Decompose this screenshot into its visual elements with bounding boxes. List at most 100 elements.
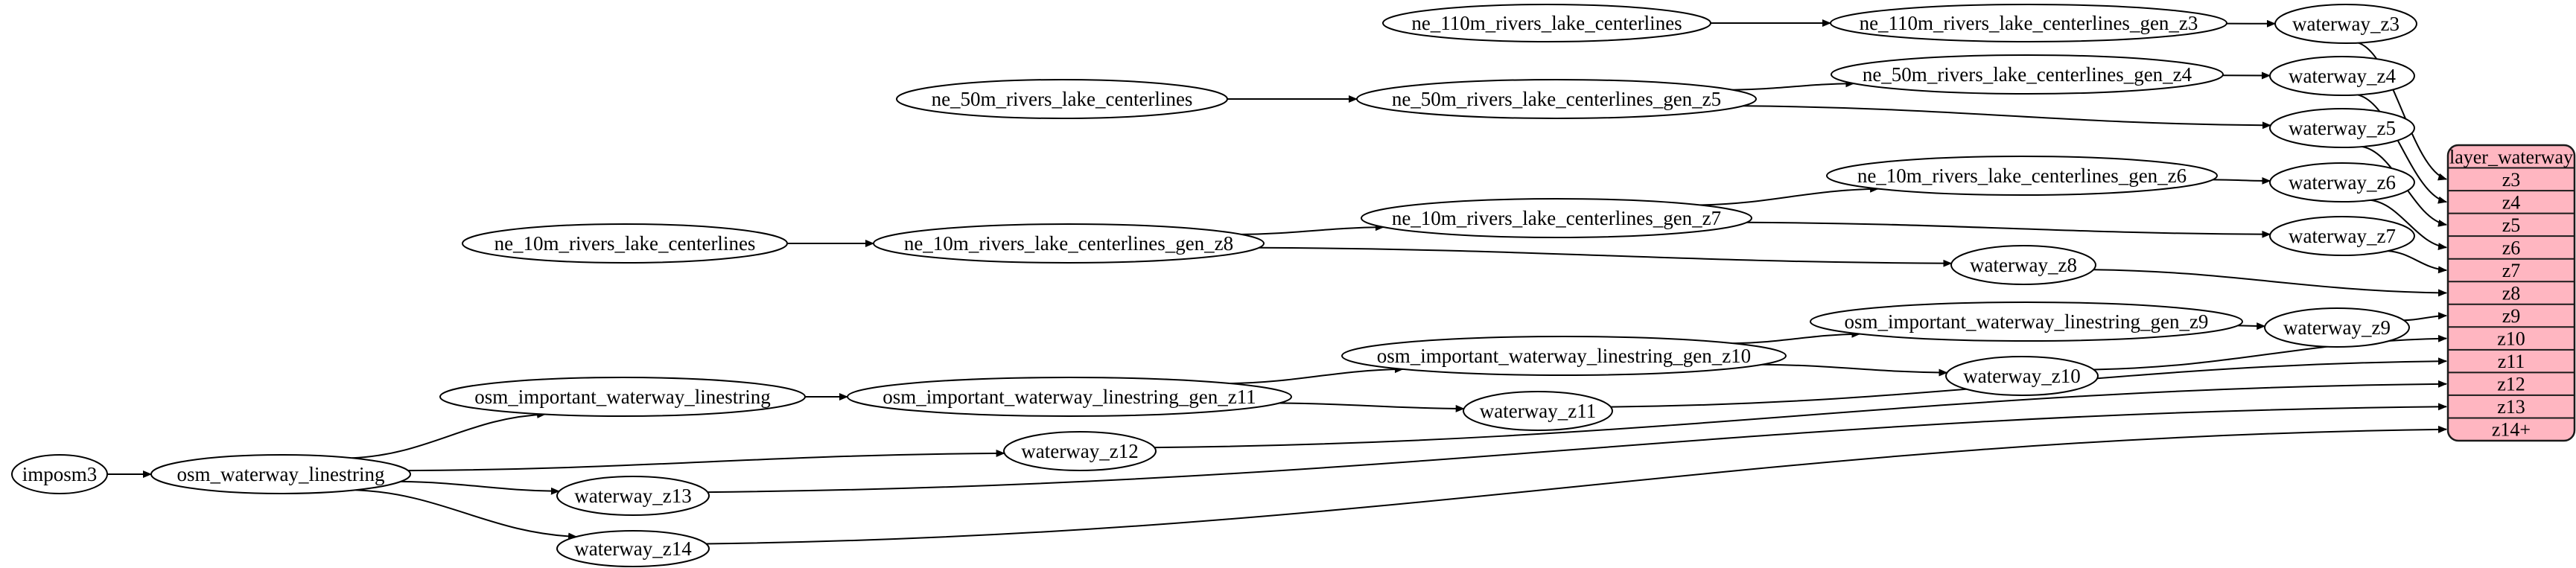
node-ellipse <box>1826 156 2218 196</box>
record-row: z6 <box>2502 237 2521 258</box>
graph-edge <box>1154 380 2447 449</box>
graph-edge <box>1241 223 1384 235</box>
graph-edge <box>400 480 560 495</box>
node-ellipse <box>2269 108 2415 148</box>
node-ellipse <box>556 476 710 516</box>
graph-edge <box>1746 221 2271 238</box>
node-label: ne_110m_rivers_lake_centerlines <box>1411 12 1682 34</box>
node-label: waterway_z10 <box>1963 365 2080 387</box>
graph-edge <box>1733 330 1861 345</box>
node-label: waterway_z9 <box>2283 316 2391 339</box>
node-label: ne_110m_rivers_lake_centerlines_gen_z3 <box>1860 12 2198 34</box>
graph-edge <box>2093 269 2447 297</box>
graph-edge <box>1259 246 1953 267</box>
node-ellipse <box>1831 54 2224 95</box>
node-label: ne_10m_rivers_lake_centerlines <box>494 232 756 255</box>
node-ellipse <box>1950 245 2096 285</box>
node-ne_10m_rivers_lake_centerlines: ne_10m_rivers_lake_centerlines <box>462 223 788 264</box>
node-osm_important_waterway_linestring_gen_z11: osm_important_waterway_linestring_gen_z1… <box>847 377 1292 417</box>
node-ellipse <box>1830 4 2227 42</box>
node-label: waterway_z8 <box>1970 254 2077 276</box>
graph-edge <box>2388 250 2447 274</box>
node-ellipse <box>1463 391 1613 431</box>
record-layer-waterway: layer_waterwayz3z4z5z6z7z8z9z10z11z12z13… <box>2446 144 2576 442</box>
graph-edge <box>2237 322 2266 331</box>
node-waterway_z9: waterway_z9 <box>2264 307 2410 348</box>
graph-edge <box>1230 366 1404 385</box>
record-row: z5 <box>2502 214 2521 236</box>
node-waterway_z7: waterway_z7 <box>2269 216 2415 256</box>
node-label: waterway_z4 <box>2289 65 2396 87</box>
record-row: z7 <box>2502 260 2521 281</box>
graph-edge <box>2370 199 2447 250</box>
graph-edge <box>2403 312 2447 322</box>
node-label: waterway_z12 <box>1021 440 1138 462</box>
graph-edge <box>1762 363 1948 377</box>
node-waterway_z12: waterway_z12 <box>1003 431 1157 471</box>
node-ellipse <box>896 79 1228 119</box>
graph-edge <box>407 449 1005 472</box>
node-waterway_z5: waterway_z5 <box>2269 108 2415 148</box>
node-label: osm_waterway_linestring <box>177 463 385 485</box>
node-label: ne_10m_rivers_lake_centerlines_gen_z7 <box>1392 207 1721 229</box>
node-waterway_z3: waterway_z3 <box>2274 4 2417 44</box>
node-ellipse <box>1810 301 2243 342</box>
record-row: z13 <box>2497 396 2525 418</box>
node-ellipse <box>2274 4 2417 44</box>
record-row: z4 <box>2502 191 2521 213</box>
node-osm_waterway_linestring: osm_waterway_linestring <box>150 454 411 494</box>
node-waterway_z4: waterway_z4 <box>2269 56 2415 96</box>
node-label: osm_important_waterway_linestring_gen_z1… <box>1377 345 1751 367</box>
node-ellipse <box>556 530 710 567</box>
graph-edge <box>2357 94 2447 204</box>
edge-layer <box>107 19 2447 545</box>
node-ellipse <box>2269 56 2415 96</box>
graph-edge <box>1743 105 2271 130</box>
node-label: waterway_z13 <box>574 485 691 507</box>
record-outline <box>2446 144 2576 442</box>
node-ellipse <box>1945 356 2099 396</box>
node-ne_50m_rivers_lake_centerlines: ne_50m_rivers_lake_centerlines <box>896 79 1228 119</box>
node-label: waterway_z11 <box>1480 400 1596 422</box>
node-ellipse <box>1361 198 1752 238</box>
node-ellipse <box>439 377 806 417</box>
node-osm_important_waterway_linestring: osm_important_waterway_linestring <box>439 377 806 417</box>
node-ellipse <box>2264 307 2410 348</box>
graph-edge <box>1279 402 1465 412</box>
node-ellipse <box>873 223 1265 264</box>
node-ellipse <box>11 454 108 494</box>
graph-edge <box>706 425 2447 545</box>
graph-edge <box>2213 176 2271 185</box>
node-osm_important_waterway_linestring_gen_z10: osm_important_waterway_linestring_gen_z1… <box>1341 336 1787 376</box>
node-label: osm_important_waterway_linestring <box>474 386 770 408</box>
node-ellipse <box>1341 336 1787 376</box>
record-row: z11 <box>2498 351 2525 372</box>
node-ellipse <box>2269 162 2415 202</box>
node-ne_50m_rivers_lake_centerlines_gen_z4: ne_50m_rivers_lake_centerlines_gen_z4 <box>1831 54 2224 95</box>
node-label: ne_50m_rivers_lake_centerlines <box>932 88 1193 110</box>
node-ellipse <box>2269 216 2415 256</box>
node-ellipse <box>847 377 1292 417</box>
node-label: ne_50m_rivers_lake_centerlines_gen_z4 <box>1863 63 2192 86</box>
node-label: osm_important_waterway_linestring_gen_z1… <box>882 386 1256 408</box>
node-waterway_z6: waterway_z6 <box>2269 162 2415 202</box>
node-ne_110m_rivers_lake_centerlines: ne_110m_rivers_lake_centerlines <box>1382 4 1711 42</box>
node-label: ne_10m_rivers_lake_centerlines_gen_z6 <box>1857 165 2187 187</box>
node-waterway_z8: waterway_z8 <box>1950 245 2096 285</box>
node-label: imposm3 <box>22 463 98 485</box>
node-ne_10m_rivers_lake_centerlines_gen_z8: ne_10m_rivers_lake_centerlines_gen_z8 <box>873 223 1265 264</box>
record-row: z9 <box>2502 305 2521 327</box>
record-title: layer_waterway <box>2449 146 2573 167</box>
node-label: waterway_z5 <box>2289 117 2396 139</box>
node-label: ne_50m_rivers_lake_centerlines_gen_z5 <box>1392 88 1721 110</box>
node-ne_50m_rivers_lake_centerlines_gen_z5: ne_50m_rivers_lake_centerlines_gen_z5 <box>1356 79 1757 119</box>
node-label: ne_10m_rivers_lake_centerlines_gen_z8 <box>904 232 1233 255</box>
graph-edge <box>352 411 547 459</box>
record-row: z12 <box>2497 374 2525 395</box>
record-row: z8 <box>2502 283 2521 304</box>
node-imposm3: imposm3 <box>11 454 108 494</box>
node-label: waterway_z6 <box>2289 171 2396 194</box>
graph-edge <box>1699 185 1880 206</box>
graph-edge <box>1731 80 1855 91</box>
